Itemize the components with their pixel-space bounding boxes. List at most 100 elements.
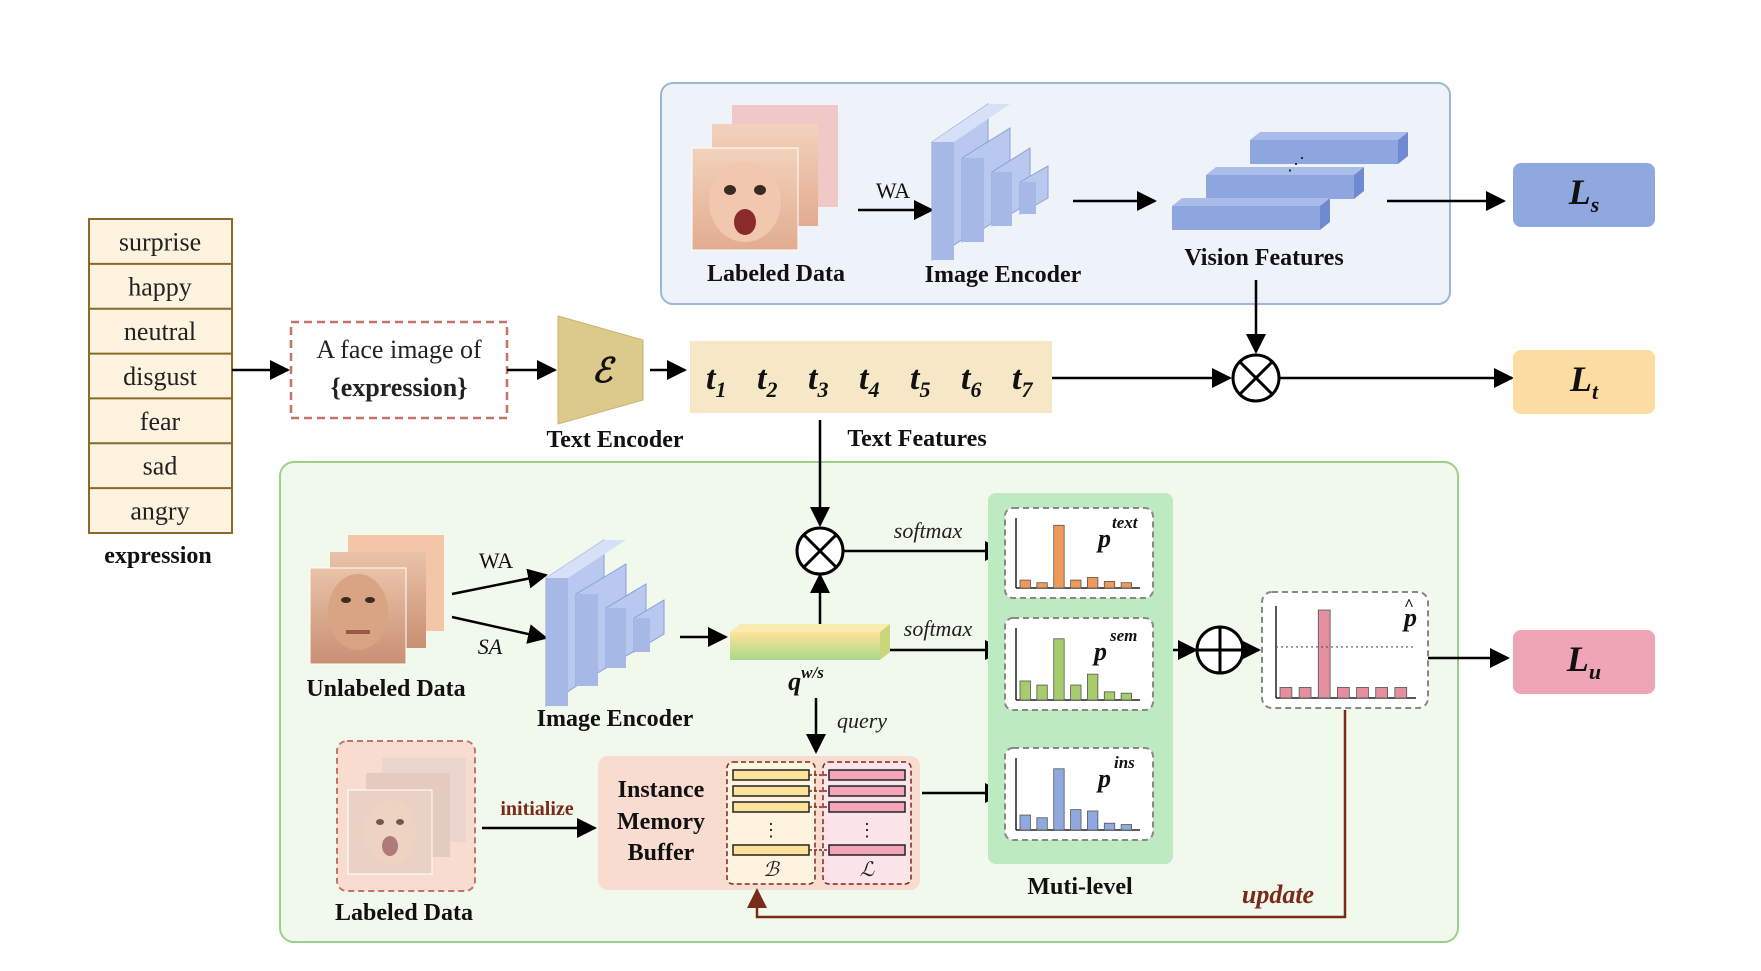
sup-wa-label: WA <box>876 178 910 203</box>
text-feature-token: t4 <box>859 360 879 402</box>
dist-bar <box>1394 687 1408 699</box>
svg-text:qw/s: qw/s <box>788 663 824 696</box>
dist-bar <box>1120 824 1132 831</box>
memory-l-vdots: ⋮ <box>858 820 876 840</box>
dist-bar <box>1087 810 1099 831</box>
dist-bar <box>1019 579 1031 589</box>
dist-bar <box>1087 577 1099 589</box>
text-encoder: ℰ Text Encoder <box>546 315 684 453</box>
svg-text:Lu: Lu <box>1566 639 1601 684</box>
ls-sub: s <box>1590 192 1600 217</box>
loss-ls: Ls <box>1513 163 1655 227</box>
product-symbol-top <box>1231 353 1281 403</box>
unlabeled-face-stack <box>309 535 444 665</box>
text-feature-token: t6 <box>961 360 981 402</box>
vision-dots: ⋰ <box>1287 154 1305 174</box>
unsup-image-encoder-label: Image Encoder <box>537 706 694 732</box>
vision-features-stack: ⋰ <box>1172 132 1408 230</box>
initialize-label: initialize <box>500 798 573 820</box>
psem-sup: sem <box>1109 626 1137 645</box>
memory-b-slot <box>732 785 810 797</box>
dist-bar <box>1087 673 1099 701</box>
unlabeled-data-label: Unlabeled Data <box>306 676 465 702</box>
memory-line2: Memory <box>617 809 705 835</box>
dist-bar <box>1053 768 1065 831</box>
dist-bar <box>1053 524 1065 589</box>
dist-bar <box>1103 581 1116 589</box>
text-feature-token: t1 <box>706 360 726 402</box>
sup-labeled-data-label: Labeled Data <box>707 261 845 287</box>
memory-b-slot <box>732 769 810 781</box>
softmax-label-1: softmax <box>894 518 963 543</box>
memory-l-slot <box>828 801 906 813</box>
memory-l-slot <box>828 785 906 797</box>
dist-text-card: p text <box>1004 507 1154 599</box>
dist-bar <box>1070 579 1082 589</box>
unsupervised-panel: Unlabeled Data WA SA Image Encoder qw/s <box>279 420 1510 943</box>
phat-main: p <box>1402 603 1417 632</box>
bottom-labeled-data-label: Labeled Data <box>335 900 473 926</box>
expression-item: sad <box>143 452 178 481</box>
supervised-panel: Labeled Data WA Image Encoder <box>660 82 1451 305</box>
multilevel-label: Muti-level <box>1027 874 1133 900</box>
dist-bar <box>1298 687 1312 699</box>
expression-item: angry <box>130 497 189 526</box>
softmax-label-2: softmax <box>904 616 973 641</box>
labeled-data-bottom <box>336 740 476 892</box>
dist-bar <box>1036 684 1048 701</box>
dist-bar <box>1036 817 1048 831</box>
unsup-image-encoder <box>545 539 665 707</box>
expression-list: surprisehappyneutraldisgustfearsadangry … <box>88 218 233 569</box>
arrow-sa-unsup <box>451 615 548 644</box>
dist-bar <box>1279 687 1293 699</box>
sup-image-encoder-label: Image Encoder <box>925 262 1082 288</box>
dist-bar <box>1019 680 1031 701</box>
memory-b-vdots: ⋮ <box>762 820 780 840</box>
dist-bar <box>1120 692 1132 701</box>
expression-item: surprise <box>119 227 201 256</box>
text-feature-token: t3 <box>808 360 828 402</box>
prompt-box: A face image of {expression} <box>289 320 509 420</box>
pins-sup: ins <box>1114 753 1135 772</box>
dist-sem-card: p sem <box>1004 617 1154 711</box>
memory-b-slot <box>732 801 810 813</box>
expression-item: fear <box>140 407 181 436</box>
dist-bar <box>1053 638 1065 701</box>
sum-symbol <box>1195 625 1245 675</box>
loss-lu: Lu <box>1513 630 1655 694</box>
dist-bar <box>1103 822 1116 831</box>
q-sup: w/s <box>801 663 824 682</box>
update-loop-arrow <box>747 710 1347 919</box>
text-feature-token: t5 <box>910 360 930 402</box>
memory-l-label: ℒ <box>860 859 875 881</box>
vision-features-label: Vision Features <box>1184 245 1343 271</box>
text-feature-token: t2 <box>757 360 777 402</box>
dist-bar <box>1103 691 1116 701</box>
update-label: update <box>1242 880 1314 909</box>
lt-main: L <box>1569 359 1592 399</box>
memory-line1: Instance <box>618 777 705 803</box>
memory-b-label: ℬ <box>763 859 780 881</box>
query-label: query <box>837 708 887 733</box>
prompt-line1: A face image of <box>316 335 482 364</box>
product-symbol-bottom <box>795 526 845 576</box>
dist-bar <box>1337 687 1350 699</box>
dist-bar <box>1070 809 1082 831</box>
sup-image-encoder <box>931 103 1049 261</box>
q-main: q <box>788 667 801 696</box>
dist-bar <box>1036 582 1048 589</box>
dist-ins-card: p ins <box>1004 747 1154 841</box>
ptext-main: p <box>1096 524 1111 553</box>
dist-bar <box>1356 687 1369 699</box>
dist-hat-card: p ^ <box>1261 591 1429 709</box>
dist-bar <box>1375 687 1388 699</box>
loss-lt: Lt <box>1513 350 1655 414</box>
phat-hat: ^ <box>1404 595 1414 614</box>
pins-main: p <box>1096 764 1111 793</box>
unsup-sa-label: SA <box>478 634 503 659</box>
q-feature-slab <box>730 624 890 660</box>
ls-main: L <box>1568 172 1591 212</box>
